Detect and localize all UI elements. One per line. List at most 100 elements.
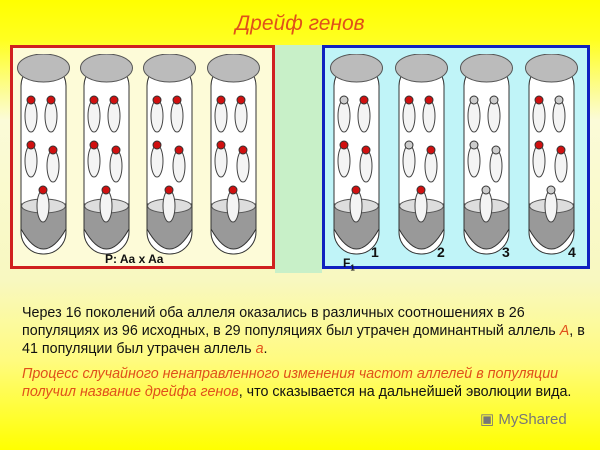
text: , в 41 популяции был утрачен аллель xyxy=(22,323,585,357)
fly xyxy=(357,95,371,133)
fly-eye xyxy=(174,145,184,155)
fly xyxy=(544,185,558,223)
fly-eye xyxy=(152,140,162,150)
fly-eye xyxy=(424,95,434,105)
fly-eye xyxy=(109,95,119,105)
fly-eye xyxy=(361,145,371,155)
fly-eye xyxy=(38,185,48,195)
fly-eye xyxy=(469,140,479,150)
food-medium xyxy=(146,203,193,250)
fly-eye xyxy=(489,95,499,105)
food-medium xyxy=(210,203,257,250)
fly xyxy=(162,185,176,223)
test-tube xyxy=(207,54,260,255)
food-medium xyxy=(83,203,130,250)
fly-eye xyxy=(491,145,501,155)
fly-eye xyxy=(172,95,182,105)
fly-eye xyxy=(351,185,361,195)
body-text: Через 16 поколений оба аллеля оказались … xyxy=(22,304,592,408)
fly-eye xyxy=(469,95,479,105)
cotton-plug xyxy=(80,54,133,83)
fly-eye xyxy=(216,140,226,150)
fly-eye xyxy=(554,95,564,105)
fly-eye xyxy=(228,185,238,195)
allele-recessive: a xyxy=(255,341,264,357)
fly-eye xyxy=(89,95,99,105)
fly xyxy=(109,145,123,183)
definition: Процесс случайного ненаправленного измен… xyxy=(22,366,559,400)
watermark: ▣ MyShared xyxy=(480,410,567,428)
fly xyxy=(24,140,38,178)
fly xyxy=(24,95,38,133)
fly-eye xyxy=(556,145,566,155)
fly-eye xyxy=(238,145,248,155)
fly-eye xyxy=(359,95,369,105)
fly xyxy=(467,95,481,133)
cotton-plug xyxy=(525,54,578,83)
f-subscript: 1 xyxy=(350,263,355,273)
watermark-text: MyShared xyxy=(498,411,567,428)
fly-eye xyxy=(164,185,174,195)
paragraph-2: Процесс случайного ненаправленного измен… xyxy=(22,365,592,401)
tube-number: 4 xyxy=(568,244,576,260)
fly xyxy=(99,185,113,223)
fly xyxy=(487,95,501,133)
fly-eye xyxy=(111,145,121,155)
test-tube xyxy=(17,54,70,255)
fly xyxy=(214,95,228,133)
f-letter: F xyxy=(343,256,351,270)
fly xyxy=(532,95,546,133)
food-medium xyxy=(20,203,67,250)
cotton-plug xyxy=(330,54,383,83)
fly xyxy=(422,95,436,133)
fly xyxy=(552,95,566,133)
parent-generation-panel: P: Aa x Aa xyxy=(10,45,275,269)
fly xyxy=(554,145,568,183)
fly xyxy=(337,95,351,133)
test-tube xyxy=(80,54,133,255)
fly-eye xyxy=(426,145,436,155)
fly xyxy=(489,145,503,183)
fly-eye xyxy=(404,140,414,150)
fly-eye xyxy=(546,185,556,195)
tube-number: 1 xyxy=(371,244,379,260)
fly xyxy=(36,185,50,223)
panel-gap xyxy=(275,45,322,273)
fly-eye xyxy=(152,95,162,105)
test-tube xyxy=(330,54,383,255)
cotton-plug xyxy=(143,54,196,83)
slide-title: Дрейф генов xyxy=(235,12,365,35)
fly-eye xyxy=(89,140,99,150)
test-tube xyxy=(395,54,448,255)
f1-generation-panel: F1 1 2 3 4 xyxy=(322,45,590,273)
fly xyxy=(107,95,121,133)
test-tube xyxy=(143,54,196,255)
fly-eye xyxy=(101,185,111,195)
fly-eye xyxy=(416,185,426,195)
fly-eye xyxy=(48,145,58,155)
fly xyxy=(87,95,101,133)
cotton-plug xyxy=(17,54,70,83)
cross-label: P: Aa x Aa xyxy=(105,252,164,266)
cotton-plug xyxy=(460,54,513,83)
fly-eye xyxy=(236,95,246,105)
fly xyxy=(402,95,416,133)
fly xyxy=(150,95,164,133)
fly xyxy=(479,185,493,223)
fly xyxy=(349,185,363,223)
fly xyxy=(226,185,240,223)
fly xyxy=(467,140,481,178)
fly xyxy=(414,185,428,223)
test-tube xyxy=(460,54,513,255)
fly xyxy=(402,140,416,178)
food-medium xyxy=(463,203,510,250)
fly xyxy=(532,140,546,178)
fly xyxy=(170,95,184,133)
fly xyxy=(150,140,164,178)
tube-number: 3 xyxy=(502,244,510,260)
food-medium xyxy=(398,203,445,250)
fly-eye xyxy=(46,95,56,105)
fly xyxy=(172,145,186,183)
cotton-plug xyxy=(207,54,260,83)
food-medium xyxy=(528,203,575,250)
